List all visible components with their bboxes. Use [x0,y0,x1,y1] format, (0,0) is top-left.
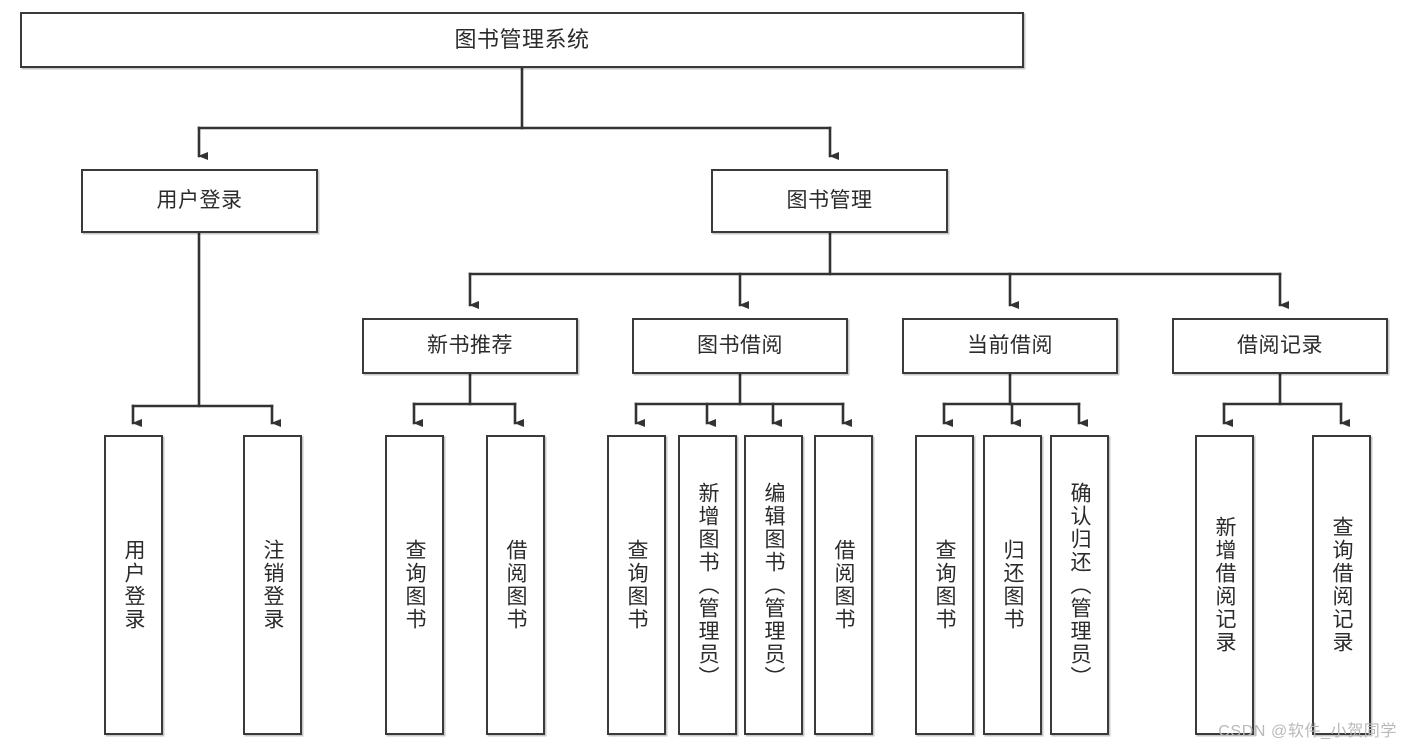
node-new-book-rec[interactable]: 新书推荐 [362,318,578,374]
node-leaf-user-login[interactable]: 用户登录 [104,435,163,735]
node-leaf-add-record[interactable]: 新增借阅记录 [1195,435,1254,735]
node-leaf-logout[interactable]: 注销登录 [243,435,302,735]
node-leaf-return-book[interactable]: 归还图书 [983,435,1042,735]
node-leaf-query-book-rec-label: 查询图书 [403,539,426,631]
node-leaf-borrow-book-rec-label: 借阅图书 [504,539,527,631]
node-leaf-borrow-book-label: 借阅图书 [832,539,855,631]
node-leaf-query-book-cur[interactable]: 查询图书 [915,435,974,735]
node-user-login-label: 用户登录 [156,189,243,213]
node-leaf-confirm-return[interactable]: 确认归还（管理员） [1050,435,1109,735]
node-new-book-rec-label: 新书推荐 [427,334,513,358]
node-leaf-query-book-cur-label: 查询图书 [933,539,956,631]
node-book-borrow[interactable]: 图书借阅 [632,318,848,374]
node-root-system-label: 图书管理系统 [454,26,590,52]
node-leaf-borrow-book[interactable]: 借阅图书 [814,435,873,735]
node-leaf-add-book[interactable]: 新增图书（管理员） [678,435,737,735]
node-book-manage-label: 图书管理 [786,189,873,213]
node-leaf-return-book-label: 归还图书 [1001,539,1024,631]
node-book-borrow-label: 图书借阅 [697,334,783,358]
node-leaf-edit-book-label: 编辑图书（管理员） [762,481,785,689]
node-borrow-record-label: 借阅记录 [1237,334,1323,358]
node-current-borrow[interactable]: 当前借阅 [902,318,1118,374]
node-leaf-query-book-rec[interactable]: 查询图书 [385,435,444,735]
node-leaf-query-book-label: 查询图书 [625,539,648,631]
node-book-manage[interactable]: 图书管理 [711,169,948,233]
node-user-login[interactable]: 用户登录 [81,169,318,233]
node-leaf-confirm-return-label: 确认归还（管理员） [1068,481,1091,689]
node-leaf-query-book[interactable]: 查询图书 [607,435,666,735]
node-borrow-record[interactable]: 借阅记录 [1172,318,1388,374]
node-leaf-borrow-book-rec[interactable]: 借阅图书 [486,435,545,735]
node-leaf-logout-label: 注销登录 [261,539,284,631]
node-leaf-edit-book[interactable]: 编辑图书（管理员） [744,435,803,735]
node-leaf-user-login-label: 用户登录 [122,539,145,631]
node-root-system[interactable]: 图书管理系统 [20,12,1024,68]
node-current-borrow-label: 当前借阅 [967,334,1053,358]
node-leaf-add-book-label: 新增图书（管理员） [696,481,719,689]
node-leaf-add-record-label: 新增借阅记录 [1213,516,1236,654]
node-leaf-query-record[interactable]: 查询借阅记录 [1312,435,1371,735]
node-leaf-query-record-label: 查询借阅记录 [1330,516,1353,654]
